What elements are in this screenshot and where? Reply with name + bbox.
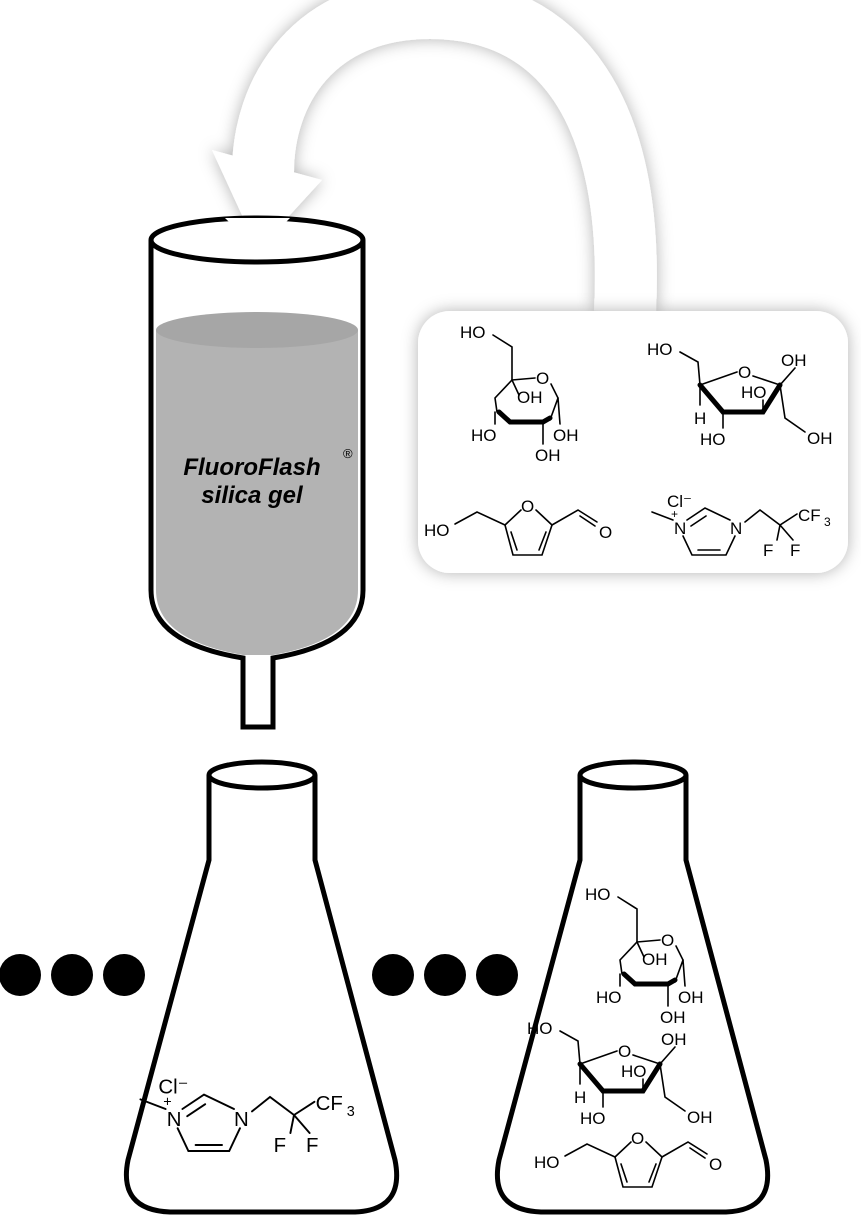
ellipsis-dots-left [0, 954, 145, 996]
il-cf-subscript: 3 [824, 515, 831, 529]
column-label-line2: silica gel [201, 482, 304, 509]
fructose-structure: HO O OH HO H HO OH [647, 340, 833, 449]
fructose-ho-mid: HO [741, 383, 767, 402]
mixture-panel [418, 311, 848, 573]
hmf-structure: HO O O [424, 497, 612, 556]
ionic-liquid-structure: Cl⁻ + N N CF 3 F F [651, 492, 831, 560]
fructose-ho-top: HO [647, 340, 673, 359]
il-cf: CF [798, 506, 821, 525]
column-body [148, 240, 366, 730]
mixture-structures: HO O OH HO OH OH HO O OH HO [424, 323, 833, 560]
fructose-ring-o: O [738, 363, 751, 382]
glucose-oh-ring: OH [517, 388, 543, 407]
fructose-oh-right: OH [807, 429, 833, 448]
glucose-ho-top: HO [460, 323, 486, 342]
il-f1: F [763, 541, 773, 560]
glucose-ring-o: O [536, 369, 549, 388]
fructose-ho-bottom: HO [700, 430, 726, 449]
column-label-line1: FluoroFlash [183, 454, 320, 481]
hmf-aldehyde-o: O [599, 523, 612, 542]
ellipsis-dots-middle [372, 954, 518, 996]
il-n3: N [730, 519, 742, 538]
glucose-oh-bottom: OH [535, 446, 561, 465]
hmf-ring-o: O [521, 497, 534, 516]
flask-fluorous-fraction [123, 759, 400, 1215]
glucose-structure: HO O OH HO OH OH [460, 323, 579, 465]
recycle-arrow [212, 0, 657, 314]
glucose-ho-left: HO [471, 426, 497, 445]
il-plus: + [671, 507, 678, 521]
fluoroflash-column: FluoroFlash ® silica gel [148, 215, 366, 730]
il-n1: N [674, 519, 686, 538]
il-f2: F [790, 541, 800, 560]
registered-mark: ® [343, 446, 353, 461]
fructose-oh-top: OH [781, 351, 807, 370]
fructose-h: H [694, 409, 706, 428]
flask-organic-fraction [494, 759, 771, 1215]
silica-gel-bed [156, 330, 358, 655]
il-chloride: Cl⁻ [667, 492, 692, 511]
hmf-ho: HO [424, 521, 450, 540]
glucose-oh-right: OH [553, 426, 579, 445]
